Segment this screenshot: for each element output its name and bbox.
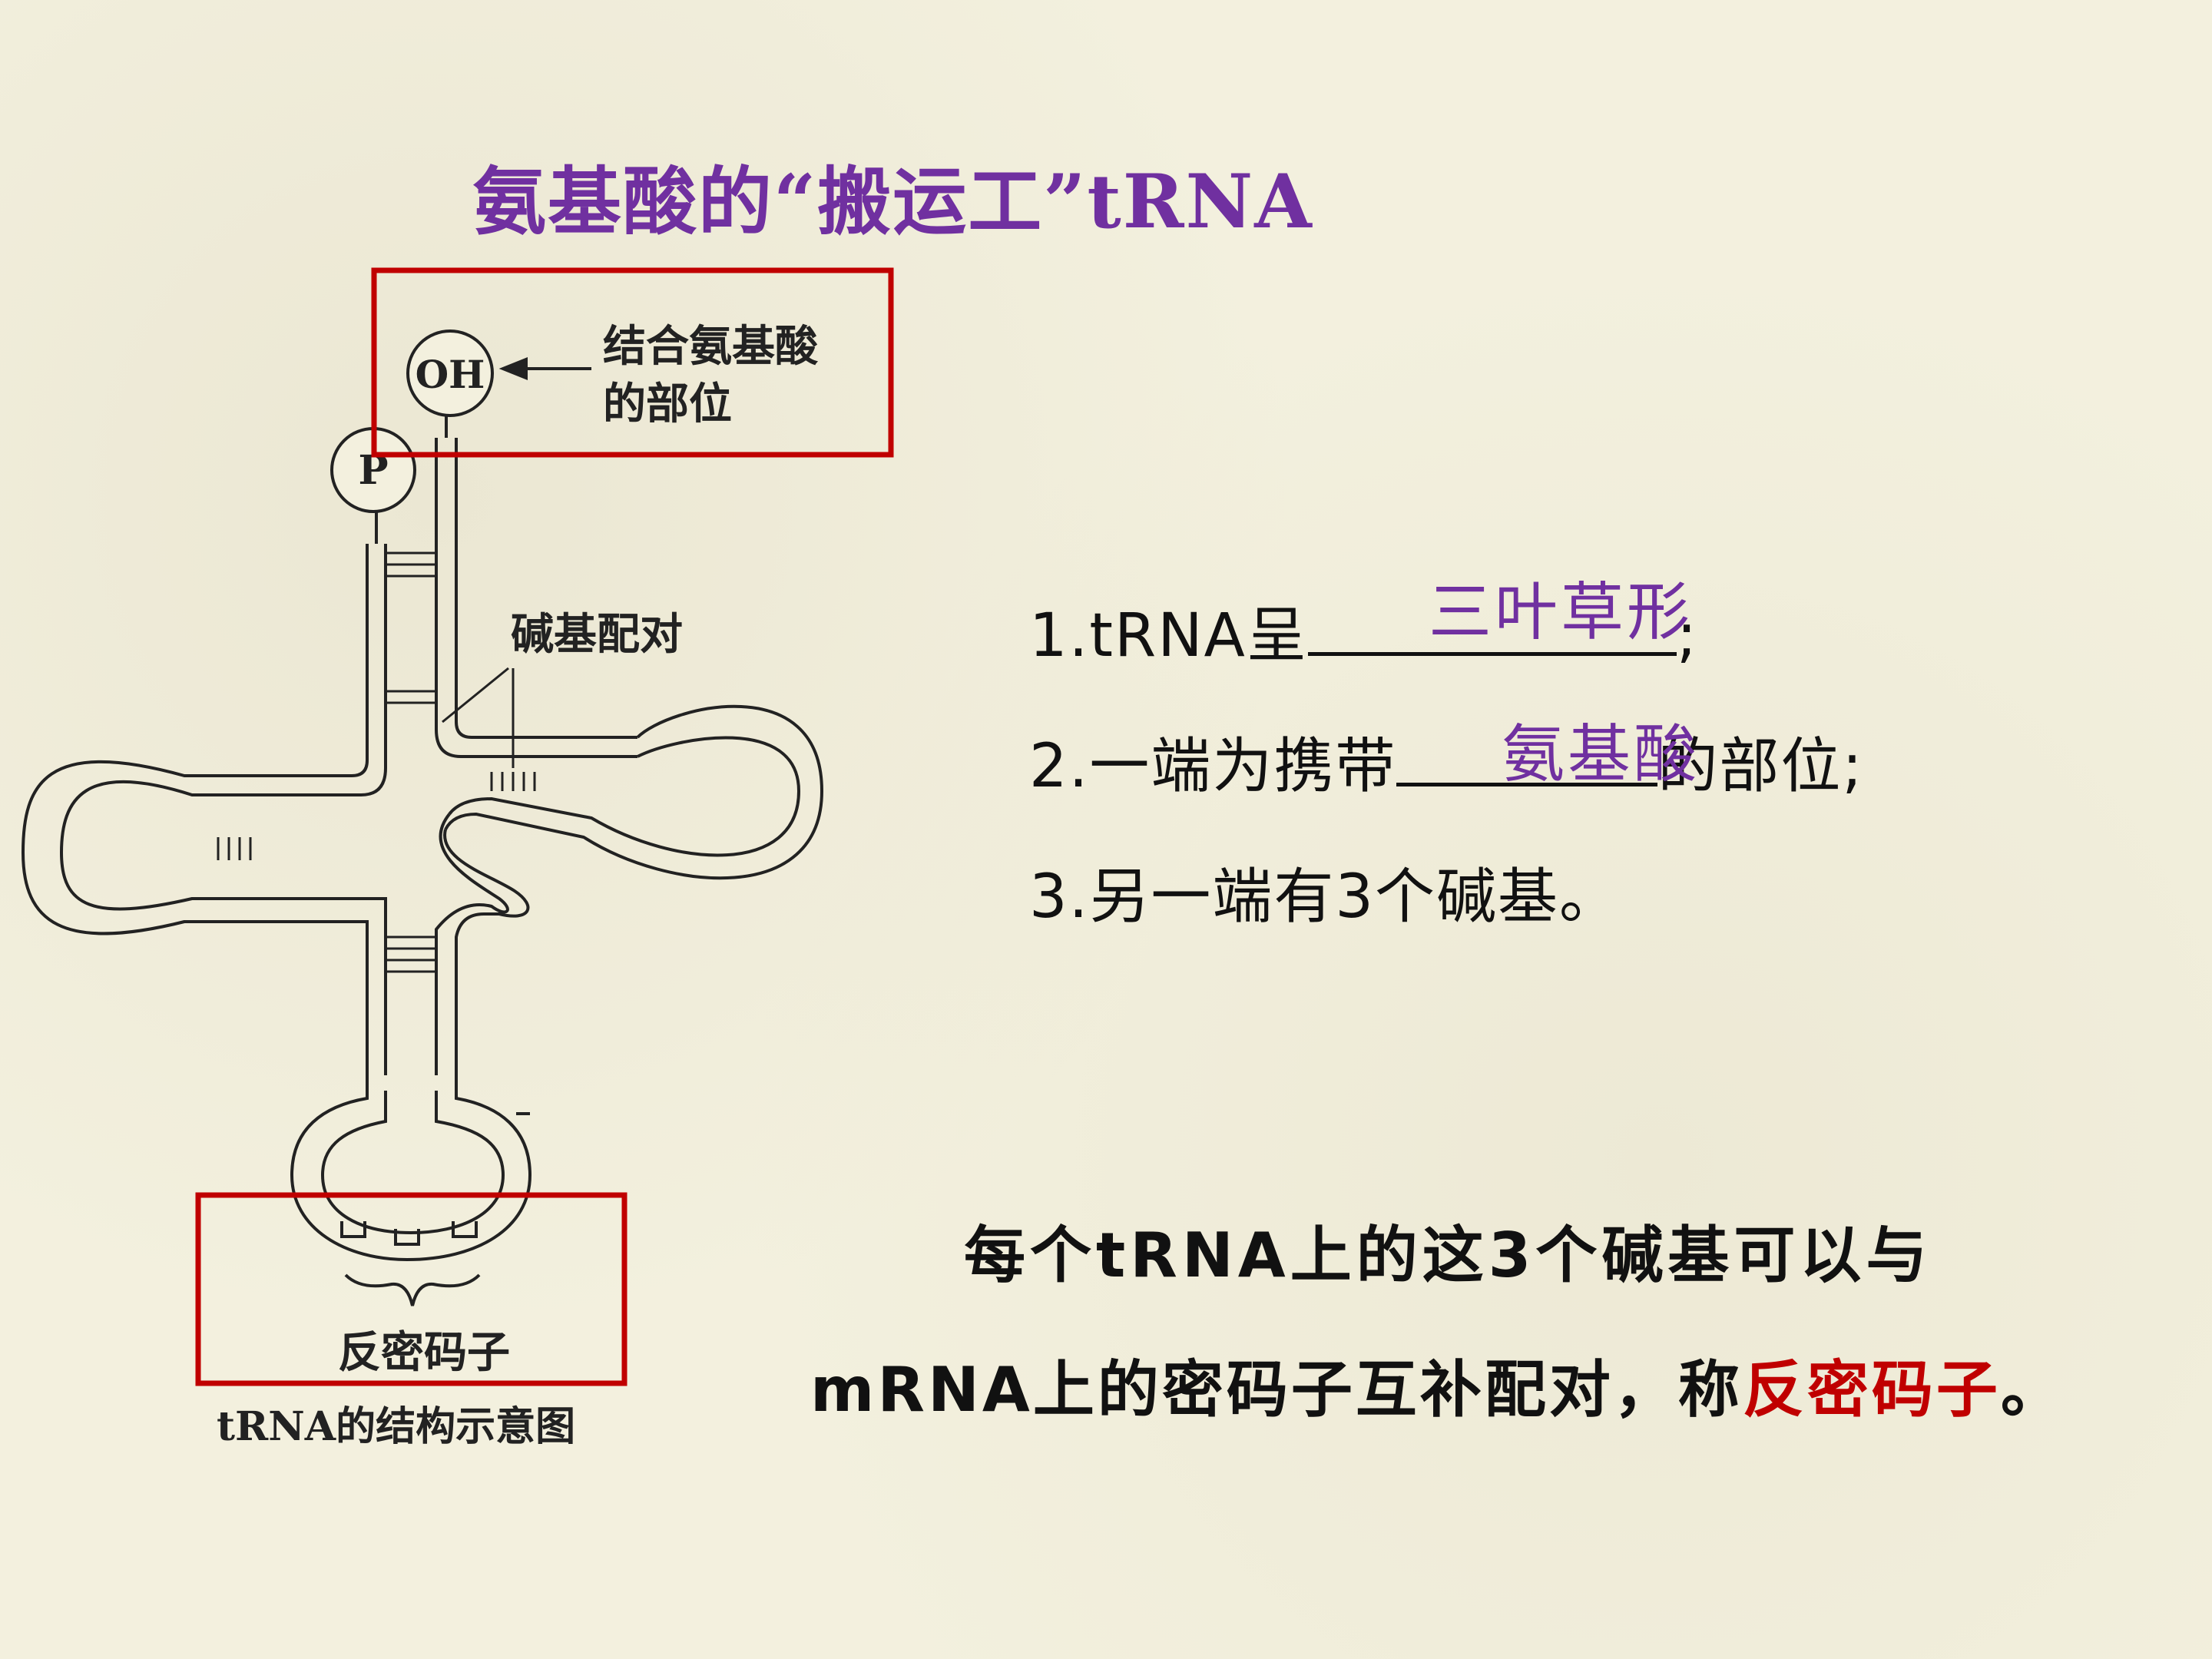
- question-2-blank: [1396, 721, 1658, 786]
- acceptor-strand-5prime-inner: [230, 544, 387, 796]
- anticodon-bracket: [344, 1273, 481, 1306]
- slide-title: 氨基酸的“搬运工”tRNA: [472, 158, 1313, 245]
- anticodon-label: 反密码子: [338, 1327, 510, 1378]
- note-line-1: 每个tRNA上的这3个碱基可以与: [964, 1220, 1932, 1291]
- question-2-prefix: 2.一端为携带: [1029, 732, 1397, 801]
- trna-diagram: 碱基配对 P OH 结合氨基酸 的部位 反密码子 tRNA的结构示意图: [21, 267, 894, 1450]
- hydroxyl-label: OH: [416, 352, 485, 397]
- acceptor-strand-3prime: [435, 438, 637, 758]
- hydroxyl-circle: [406, 329, 494, 417]
- note-line-2: mRNA上的密码子互补配对，称反密码子。: [810, 1340, 2065, 1429]
- t-loop-outer: [444, 704, 824, 880]
- variable-loop: [443, 829, 530, 1075]
- variable-loop-inner: [435, 813, 509, 1075]
- question-2-suffix: 的部位;: [1657, 732, 1864, 801]
- diagram-caption: tRNA的结构示意图: [217, 1403, 575, 1450]
- question-1-answer: 三叶草形: [1429, 576, 1694, 649]
- anticodon-bases: [340, 1221, 478, 1246]
- question-2: 2.一端为携带 的部位;: [1029, 718, 1864, 804]
- binding-site-label-line1: 结合氨基酸: [603, 321, 819, 372]
- binding-site-highlight-box: [371, 267, 894, 458]
- binding-site-label-line2: 的部位: [603, 379, 732, 429]
- question-1-prefix: 1.tRNA呈: [1029, 601, 1308, 671]
- note-line-2-prefix: mRNA上的密码子互补配对，称: [810, 1354, 1743, 1426]
- anticodon-loop-inner: [320, 1091, 505, 1235]
- question-2-answer: 氨基酸: [1502, 718, 1700, 791]
- t-loop-inner: [448, 736, 801, 857]
- d-loop-outer: [21, 760, 369, 1075]
- acceptor-strand-3prime-inner: [455, 438, 637, 739]
- anticodon-stem-left: [290, 1068, 532, 1262]
- anticodon-highlight-box: [195, 1192, 628, 1386]
- note-highlight-term: 反密码子: [1742, 1354, 2001, 1426]
- question-1-blank: [1307, 591, 1677, 656]
- question-1-suffix: ;: [1676, 601, 1699, 671]
- note-line-2-suffix: 。: [2000, 1354, 2065, 1426]
- d-loop-inner: [59, 780, 387, 1075]
- question-1: 1.tRNA呈;: [1029, 588, 1698, 674]
- binding-site-arrow: [498, 357, 591, 380]
- question-3: 3.另一端有3个碱基。: [1029, 863, 1621, 932]
- base-pairing-label: 碱基配对: [511, 609, 683, 660]
- base-pairing-pointer: [442, 667, 509, 724]
- base-pair-rungs: [217, 551, 536, 973]
- acceptor-strand-5prime: [230, 544, 369, 777]
